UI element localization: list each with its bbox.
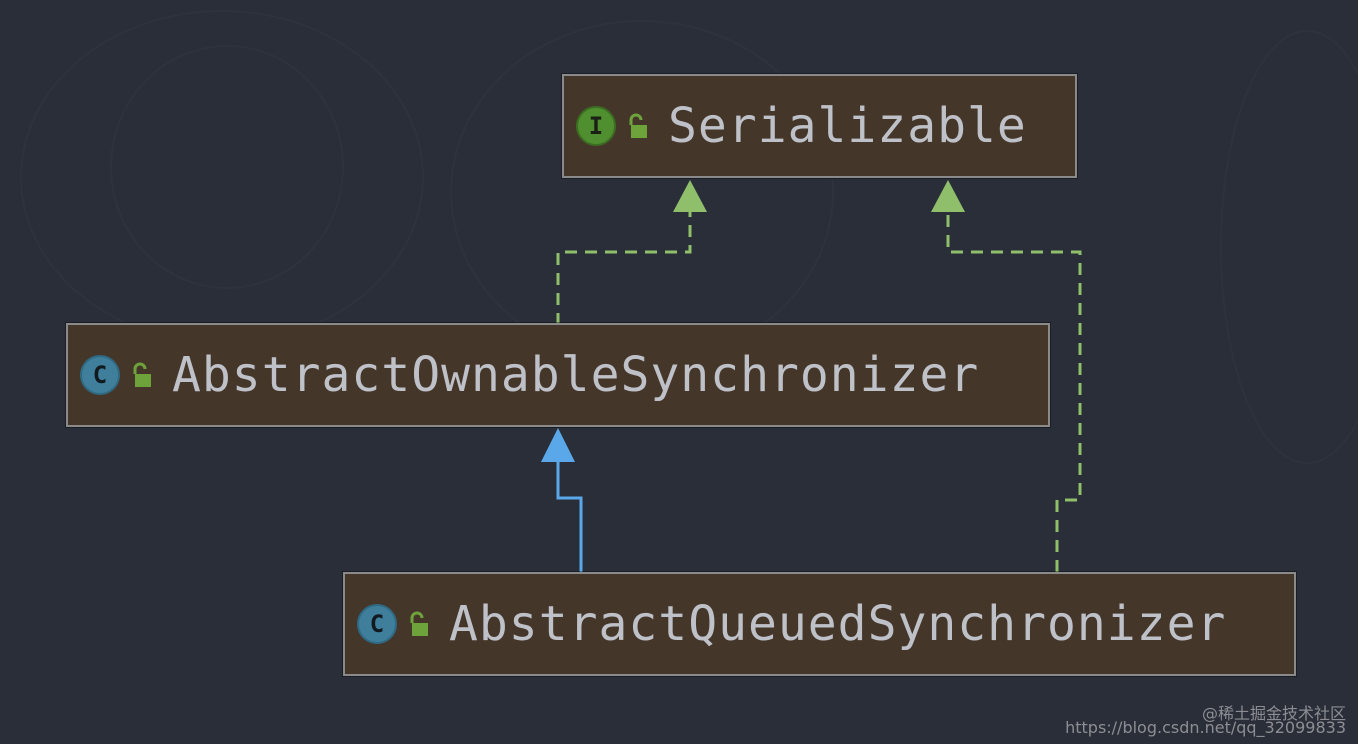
open-lock-icon bbox=[410, 611, 428, 636]
node-abstract-queued-synchronizer[interactable]: C AbstractQueuedSynchronizer bbox=[343, 572, 1296, 676]
open-lock-icon bbox=[629, 113, 647, 138]
edge-aos-implements-serializable bbox=[556, 212, 692, 325]
class-badge-icon: C bbox=[357, 604, 397, 644]
implements-arrowhead-left bbox=[673, 180, 707, 212]
node-abstract-ownable-synchronizer[interactable]: C AbstractOwnableSynchronizer bbox=[66, 323, 1050, 427]
implements-arrowhead-right bbox=[931, 180, 965, 212]
extends-arrowhead bbox=[541, 428, 575, 462]
interface-badge-icon: I bbox=[576, 106, 616, 146]
node-label: Serializable bbox=[668, 98, 1027, 154]
watermark-url: https://blog.csdn.net/qq_32099833 bbox=[1065, 718, 1346, 737]
edge-aqs-extends-aos bbox=[556, 462, 583, 572]
node-serializable[interactable]: I Serializable bbox=[562, 74, 1077, 178]
watermark-site: @稀土掘金技术社区 bbox=[1201, 704, 1346, 723]
edge-aqs-implements-serializable bbox=[946, 212, 1082, 572]
node-label: AbstractQueuedSynchronizer bbox=[449, 596, 1227, 652]
open-lock-icon bbox=[133, 362, 151, 387]
node-label: AbstractOwnableSynchronizer bbox=[172, 347, 980, 403]
class-badge-icon: C bbox=[80, 355, 120, 395]
